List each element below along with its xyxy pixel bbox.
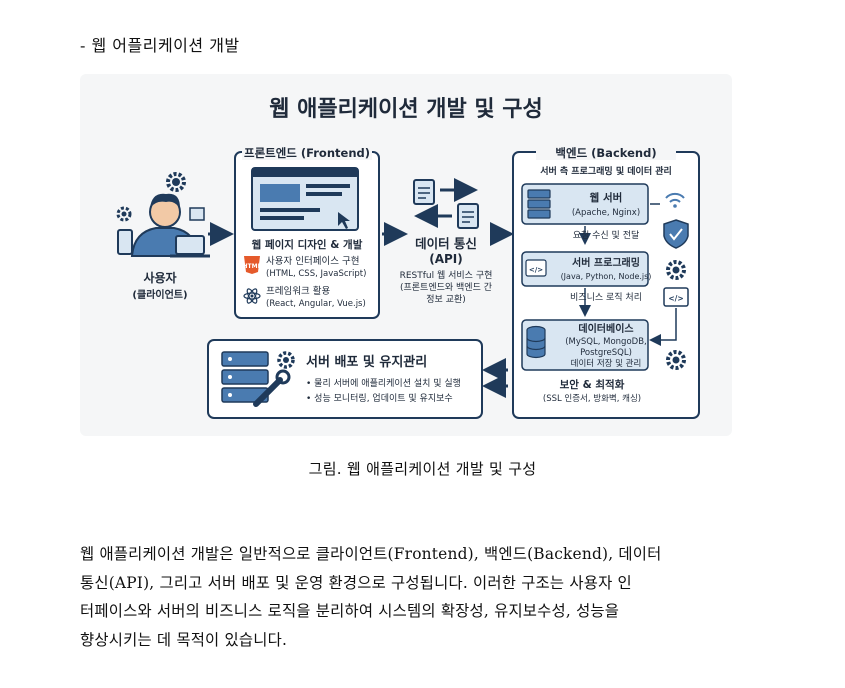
api-title: 데이터 통신 (415, 236, 477, 251)
wifi-icon (665, 192, 685, 208)
security-label: 보안 & 최적화 (560, 378, 625, 391)
frontend-item1-sub: (HTML, CSS, JavaScript) (266, 269, 366, 279)
server-rack-icon (221, 351, 269, 403)
gear-icon (666, 260, 686, 280)
api-desc3: 정보 교환) (426, 293, 466, 305)
user-group: 사용자 (클라이언트) (116, 172, 210, 301)
database-label: 데이터베이스 (578, 322, 633, 335)
arrow-icon (649, 308, 677, 346)
body-line: 통신(API), 그리고 서버 배포 및 운영 환경으로 구성됩니다. 이러한 … (80, 573, 632, 592)
api-group: 데이터 통신 (API) RESTful 웹 서비스 구현 (프론트엔드와 백엔… (400, 178, 493, 305)
api-sub: (API) (429, 252, 463, 266)
body-line: 향상시키는 데 목적이 있습니다. (80, 630, 288, 649)
body-line: 터페이스와 서버의 비즈니스 로직을 분리하여 시스템의 확장성, 유지보수성,… (80, 602, 620, 620)
code-glyph: </> (529, 266, 543, 274)
react-icon (243, 288, 261, 304)
html5-badge-label: HTML (243, 263, 262, 270)
code-glyph: </> (668, 294, 683, 303)
backend-box: 백엔드 (Backend) 서버 측 프로그래밍 및 데이터 관리 웹 서버 (… (512, 144, 700, 419)
user-sublabel: (클라이언트) (132, 288, 187, 301)
backend-title: 백엔드 (Backend) (555, 146, 656, 160)
deploy-item1: • 물리 서버에 애플리케이션 설치 및 실행 (306, 377, 461, 389)
backend-subtitle: 서버 측 프로그래밍 및 데이터 관리 (540, 165, 672, 177)
deploy-item2: • 성능 모니터링, 업데이트 및 유지보수 (306, 392, 453, 404)
frontend-item2: 프레임워크 활용 (266, 285, 330, 297)
html5-icon: HTML (243, 256, 262, 274)
security-sub: (SSL 인증서, 방화벽, 캐싱) (543, 393, 641, 404)
figure-title: 웹 애플리케이션 개발 및 구성 (269, 97, 543, 122)
database-sub1: (MySQL, MongoDB, (565, 337, 647, 347)
wrench-icon (253, 369, 291, 407)
architecture-diagram: 웹 애플리케이션 개발 및 구성 사용자 (클라이언트) (116, 97, 700, 419)
web-server-sub: (Apache, Nginx) (572, 208, 640, 218)
frontend-box: 프론트엔드 (Frontend) 웹 페이지 디자인 & 개발 HTML 사용자… (234, 144, 380, 319)
programming-sub: (Java, Python, Node.js) (561, 272, 652, 281)
browser-window-icon (251, 167, 359, 231)
web-server-label: 웹 서버 (590, 191, 623, 204)
architecture-figure: 웹 애플리케이션 개발 및 구성 사용자 (클라이언트) (80, 74, 732, 436)
document-icon (413, 179, 435, 205)
deploy-box: 서버 배포 및 유지관리 • 물리 서버에 애플리케이션 설치 및 실행 • 성… (207, 339, 483, 419)
gear-icon (277, 351, 295, 369)
body-paragraph: 웹 애플리케이션 개발은 일반적으로 클라이언트(Frontend), 백엔드(… (80, 540, 730, 654)
frontend-item1: 사용자 인터페이스 구현 (266, 256, 359, 267)
deploy-title: 서버 배포 및 유지관리 (306, 354, 427, 370)
gear-icon (666, 350, 686, 370)
logic-label: 비즈니스 로직 처리 (570, 291, 642, 303)
frontend-item2-sub: (React, Angular, Vue.js) (266, 299, 366, 309)
figure-caption: 그림. 웹 애플리케이션 개발 및 구성 (308, 460, 537, 478)
web-server-req: 요청 수신 및 전달 (573, 229, 640, 241)
user-avatar-icon (117, 193, 210, 258)
code-icon: </> (525, 259, 547, 277)
api-desc1: RESTful 웹 서비스 구현 (400, 270, 493, 281)
document-icon (457, 203, 479, 229)
server-icon (527, 189, 551, 219)
database-icon (526, 325, 546, 359)
database-sub2: PostgreSQL) (580, 348, 632, 358)
user-label: 사용자 (143, 270, 176, 285)
api-desc2: (프론트엔드와 백엔드 간 (400, 281, 492, 293)
section-heading: - 웹 어플리케이션 개발 (80, 36, 240, 55)
gear-icon (116, 206, 132, 222)
gear-icon (166, 172, 186, 192)
frontend-subtitle: 웹 페이지 디자인 & 개발 (252, 238, 363, 251)
shield-icon (663, 219, 689, 249)
body-line: 웹 애플리케이션 개발은 일반적으로 클라이언트(Frontend), 백엔드(… (80, 545, 662, 563)
database-sub3: 데이터 저장 및 관리 (571, 358, 642, 369)
code-icon: </> (663, 287, 689, 307)
frontend-title: 프론트엔드 (Frontend) (244, 146, 370, 160)
programming-label: 서버 프로그래밍 (572, 256, 640, 269)
